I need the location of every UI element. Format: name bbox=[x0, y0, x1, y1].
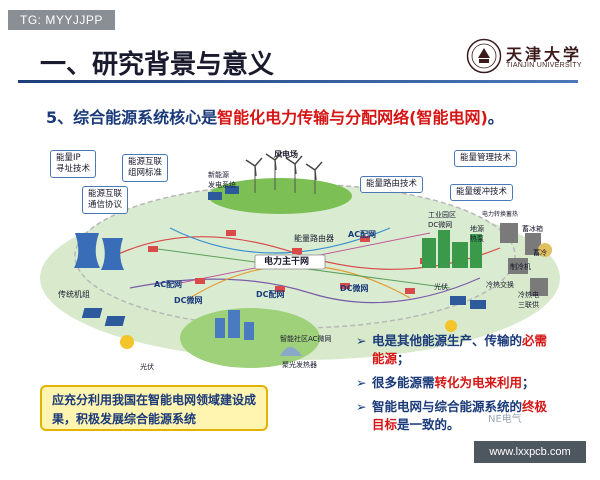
tag-energy-buffer: 能量缓冲技术 bbox=[450, 184, 514, 201]
label-cold-storage: 蓄冷 bbox=[533, 249, 547, 257]
label-ac-grid-1: AC配网 bbox=[348, 230, 377, 239]
label-dc-grid-2: DC配网 bbox=[256, 290, 285, 299]
university-name-en: TIANJIN UNIVERSITY bbox=[506, 62, 582, 69]
label-new-energy: 新能源 发电系统 bbox=[208, 171, 236, 189]
title-underline bbox=[18, 80, 578, 83]
label-ac-grid-2: AC配网 bbox=[154, 280, 183, 289]
watermark-ne: NE电气 bbox=[488, 414, 522, 425]
bullet-item: ➢ 智能电网与综合能源系统的终极目标是一致的。 bbox=[356, 398, 556, 434]
label-refrigerator: 制冷机 bbox=[510, 263, 531, 271]
label-power-heat: 电力转换蓄热 bbox=[482, 211, 519, 218]
arrow-bullet-icon: ➢ bbox=[356, 375, 367, 390]
tag-energy-routing: 能量路由技术 bbox=[360, 176, 424, 193]
label-main-grid: 电力主干网 bbox=[264, 257, 310, 267]
label-pv-2: 光伏 bbox=[140, 363, 154, 371]
tag-energy-ip: 能量IP 寻址技术 bbox=[50, 150, 97, 178]
page-title: 一、研究背景与意义 bbox=[40, 50, 275, 80]
subtitle: 5、综合能源系统核心是智能化电力传输与分配网络(智能电网)。 bbox=[46, 104, 504, 128]
label-industrial-park: 工业园区 DC微网 bbox=[428, 211, 456, 229]
bullet-text: 智能电网与综合能源系统的终极目标是一致的。 bbox=[372, 399, 548, 432]
label-traditional-unit: 传统机组 bbox=[58, 290, 90, 299]
energy-system-diagram: 能量IP 寻址技术 能源互联 组网标准 能源互联 通信协议 能量管理技术 能量路… bbox=[30, 138, 575, 378]
tag-energy-interconnect: 能源互联 组网标准 bbox=[122, 154, 169, 182]
label-smart-community: 智能社区AC微网 bbox=[280, 335, 332, 343]
label-energy-router: 能量路由器 bbox=[294, 234, 334, 243]
bullet-item: ➢ 很多能源需转化为电来利用； bbox=[356, 374, 556, 392]
watermark-url: www.lxxpcb.com bbox=[474, 441, 586, 463]
arrow-bullet-icon: ➢ bbox=[356, 333, 367, 348]
university-name-cn: 天津大学 bbox=[506, 45, 583, 64]
label-dc-grid-1: DC微网 bbox=[174, 296, 203, 305]
arrow-bullet-icon: ➢ bbox=[356, 399, 367, 414]
tag-energy-protocol: 能源互联 通信协议 bbox=[82, 186, 129, 214]
seal-icon bbox=[466, 38, 502, 74]
label-cchp: 冷热电 三联供 bbox=[518, 291, 539, 309]
university-logo: 天津大学 TIANJIN UNIVERSITY bbox=[466, 38, 594, 78]
bullet-item: ➢ 电是其他能源生产、传输的必需能源； bbox=[356, 332, 556, 368]
callout-box: 应充分利用我国在智能电网领域建设成果，积极发展综合能源系统 bbox=[40, 385, 268, 431]
label-wind-farm: 风电场 bbox=[274, 150, 298, 159]
label-concentrator: 聚光发热器 bbox=[282, 361, 317, 369]
bullet-list: ➢ 电是其他能源生产、传输的必需能源； ➢ 很多能源需转化为电来利用； ➢ 智能… bbox=[356, 332, 556, 440]
label-cold-heat-exchange: 冷热交换 bbox=[486, 281, 514, 289]
bullet-text: 电是其他能源生产、传输的必需能源； bbox=[372, 333, 548, 366]
subtitle-highlight: 智能化电力传输与分配网络(智能电网) bbox=[217, 108, 488, 127]
subtitle-prefix: 5、综合能源系统核心是 bbox=[46, 108, 218, 127]
bullet-text: 很多能源需转化为电来利用； bbox=[372, 375, 535, 390]
subtitle-suffix: 。 bbox=[487, 108, 504, 127]
tag-energy-management: 能量管理技术 bbox=[454, 150, 518, 167]
diagram-illustration bbox=[40, 151, 560, 368]
label-pv-1: 光伏 bbox=[434, 283, 448, 291]
label-dc-grid-3: DC微网 bbox=[340, 284, 369, 293]
label-geothermal: 地源 热泵 bbox=[470, 225, 484, 243]
label-ice-storage: 蓄冰箱 bbox=[522, 225, 543, 233]
watermark-telegram: TG: MYYJJPP bbox=[8, 10, 115, 30]
